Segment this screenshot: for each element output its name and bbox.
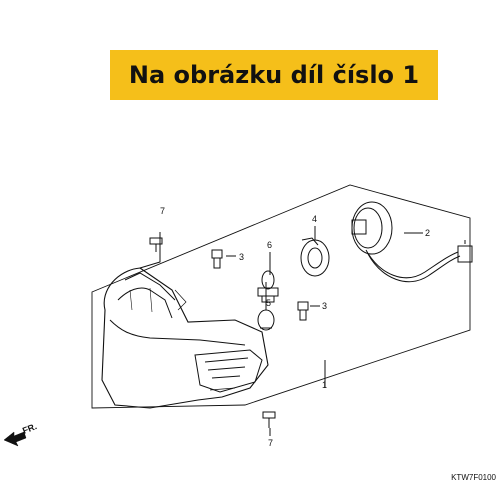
bolt-upper [149, 237, 163, 252]
callout-7-lower: 7 [268, 438, 273, 448]
assembly-boundary [91, 184, 471, 409]
callout-3-lower: 3 [322, 301, 327, 311]
front-arrow-icon [3, 431, 27, 447]
front-label: FR. [21, 421, 38, 436]
title-banner: Na obrázku díl číslo 1 [110, 50, 438, 100]
position-bulb [257, 309, 275, 331]
banner-text: Na obrázku díl číslo 1 [128, 61, 420, 89]
callout-1: 1 [322, 380, 327, 390]
diagram-code: KTW7F0100 [451, 473, 496, 482]
callout-3-upper: 3 [239, 252, 244, 262]
bulb-holder [300, 237, 330, 277]
callout-7-upper: 7 [160, 206, 165, 216]
screw-lower [297, 301, 309, 321]
callout-4: 4 [312, 214, 317, 224]
headlight-housing [101, 267, 269, 409]
callout-5: 5 [266, 298, 271, 308]
callout-6: 6 [267, 240, 272, 250]
bolt-lower [262, 411, 276, 428]
screw-upper [211, 249, 223, 269]
callout-2: 2 [425, 228, 430, 238]
headlight-bulb [257, 270, 279, 303]
wiring-harness [351, 201, 473, 283]
